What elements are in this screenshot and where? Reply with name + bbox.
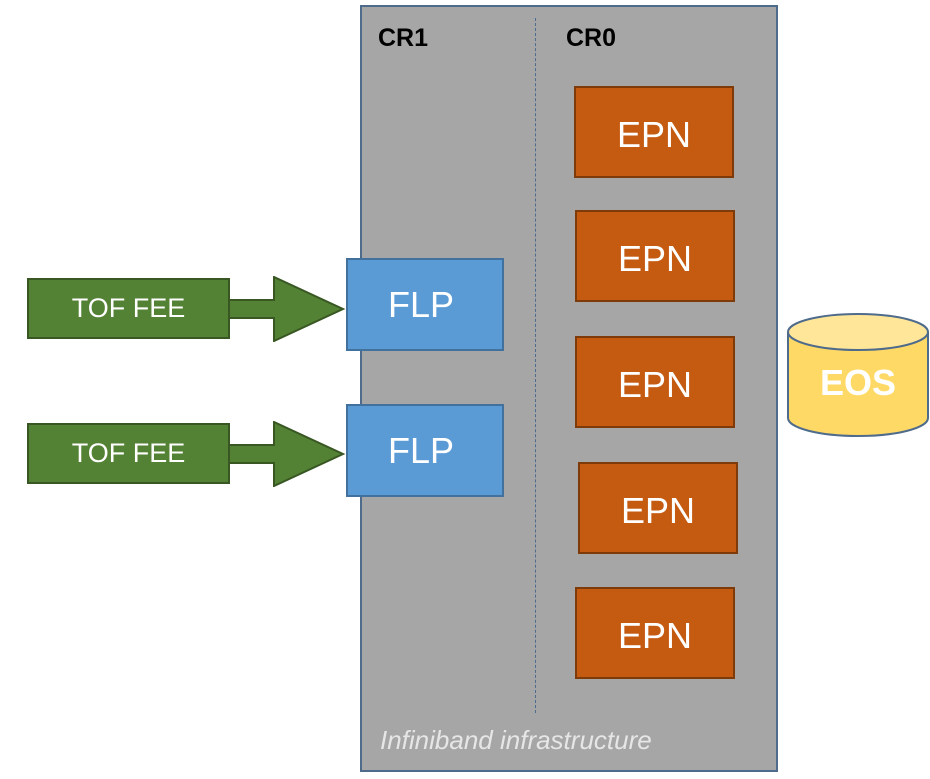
epn-node: EPN	[578, 462, 738, 554]
fee-to-flp-arrow	[228, 421, 346, 487]
infrastructure-label: Infiniband infrastructure	[380, 725, 652, 755]
eos-label: EOS	[819, 362, 897, 403]
epn-node: EPN	[575, 210, 735, 302]
epn-node: EPN	[574, 86, 734, 178]
eos-storage-icon	[787, 313, 929, 437]
epn-node: EPN	[575, 336, 735, 428]
cr1-label: CR1	[378, 24, 429, 52]
tof-fee-source: TOF FEE	[27, 278, 230, 339]
flp-node: FLP	[346, 258, 504, 351]
cr0-label: CR0	[566, 24, 617, 52]
fee-to-flp-arrow	[228, 276, 346, 342]
tof-fee-source: TOF FEE	[27, 423, 230, 484]
epn-node: EPN	[575, 587, 735, 679]
flp-node: FLP	[346, 404, 504, 497]
cr1-cr0-divider	[535, 18, 536, 713]
